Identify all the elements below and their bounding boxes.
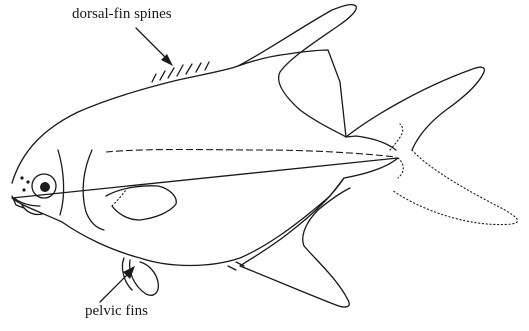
arrow-pelvic-line — [100, 272, 130, 302]
arrow-dorsal-head — [161, 54, 173, 66]
eye-pupil — [40, 182, 50, 192]
gill-cover-inner — [58, 150, 64, 215]
arrow-dorsal-line — [136, 28, 168, 60]
anal-fin — [240, 178, 350, 307]
pelvic-fin — [130, 260, 159, 295]
nostril — [22, 188, 25, 191]
lateral-line — [106, 150, 396, 158]
pectoral-fin — [106, 186, 176, 220]
nostril — [26, 180, 29, 183]
dorsal-spines-label: dorsal-fin spines — [72, 6, 172, 23]
nostril — [20, 176, 23, 179]
caudal-peduncle — [390, 124, 403, 178]
dorsal-fin — [238, 5, 356, 137]
pelvic-fins-label: pelvic fins — [85, 303, 148, 320]
tail-fin-lower — [392, 150, 518, 225]
fish-body-outline — [12, 50, 398, 266]
